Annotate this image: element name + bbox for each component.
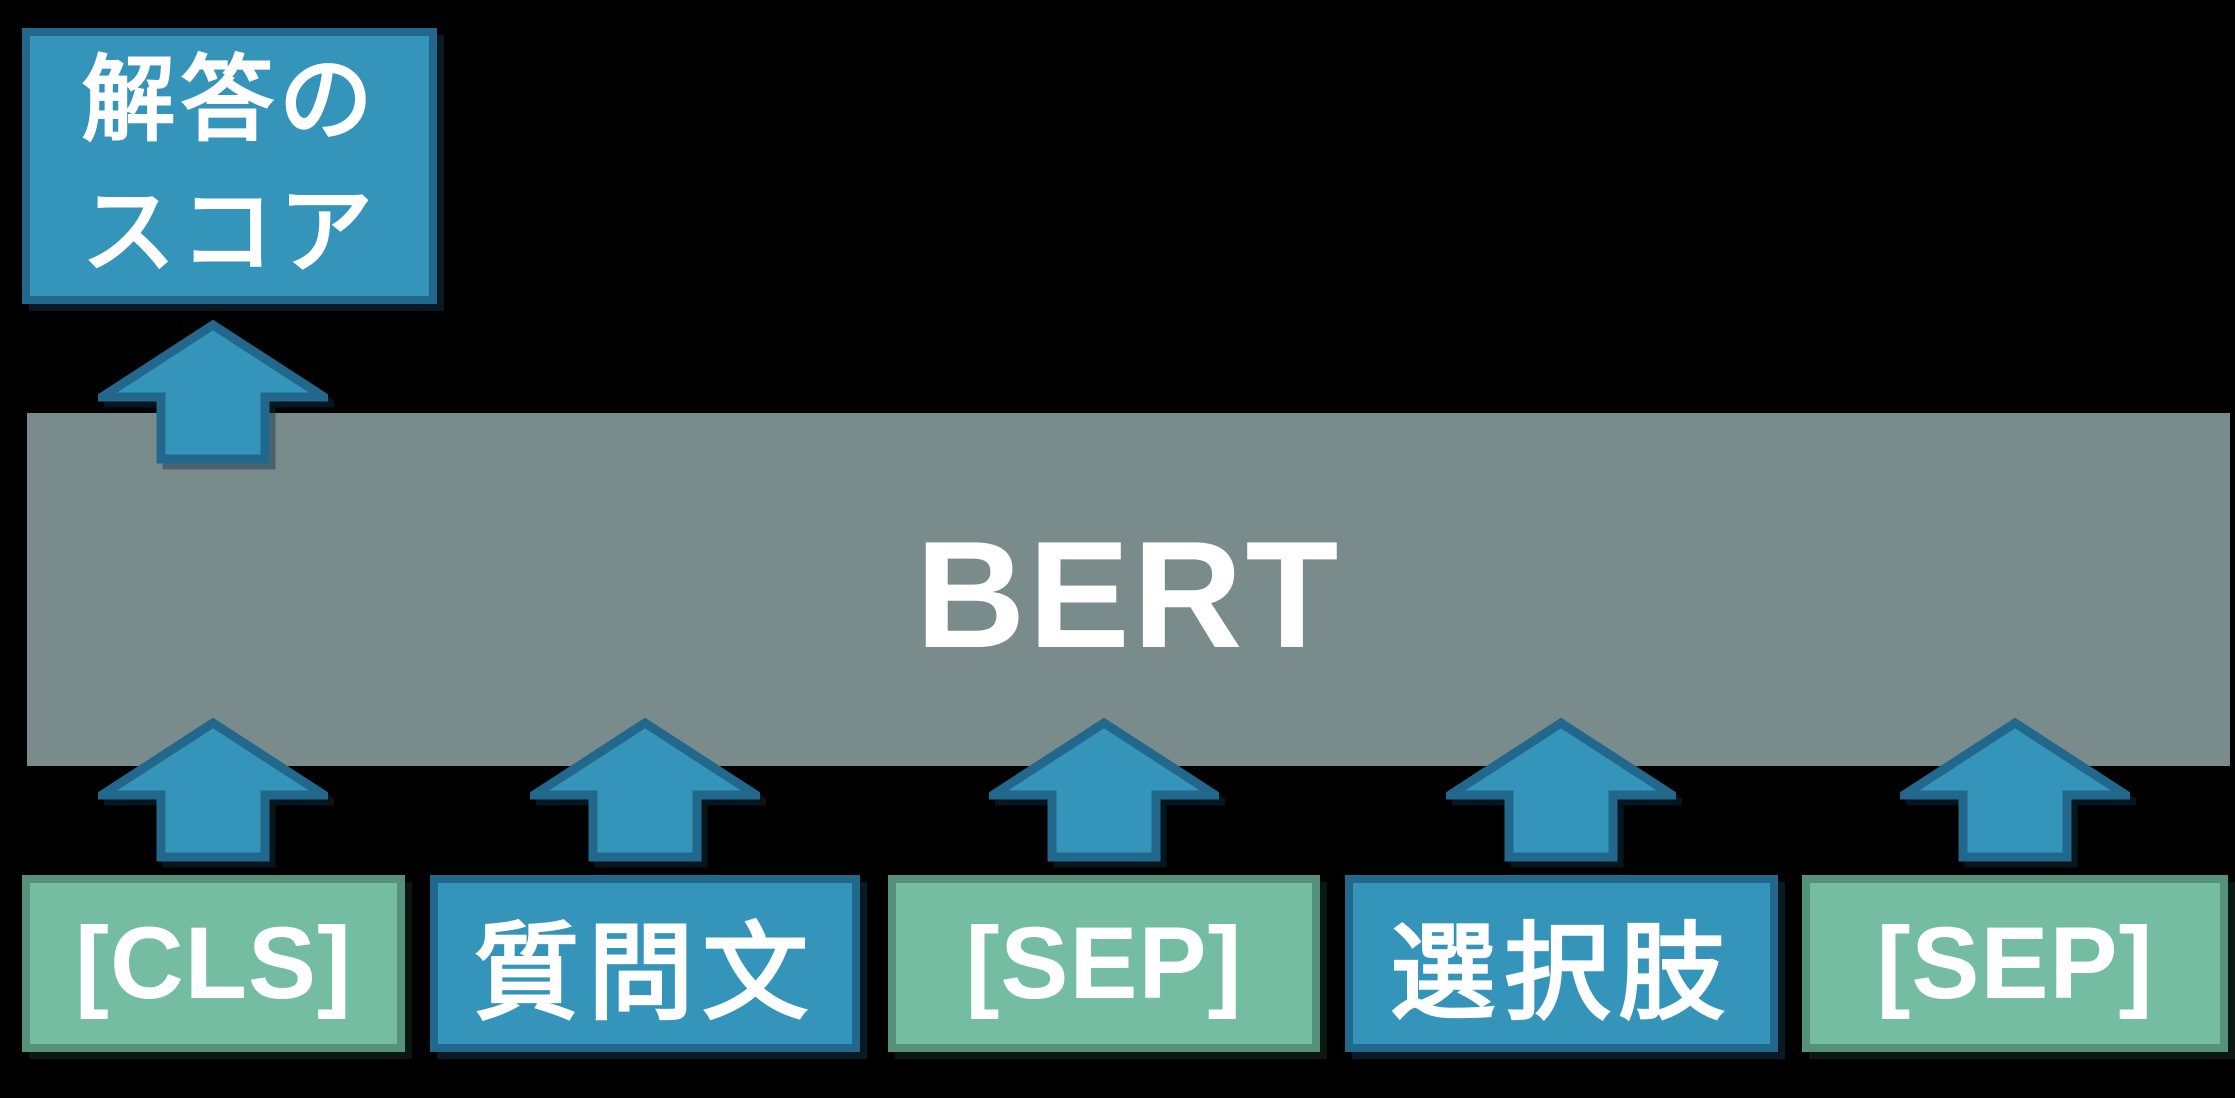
answer-score-label-line-1: 解答の <box>81 47 378 153</box>
input-up-arrow-icon <box>530 718 760 862</box>
bert-model-box: BERT <box>27 413 2230 766</box>
bert-model-label: BERT <box>915 510 1342 680</box>
token-label: [CLS] <box>75 906 352 1020</box>
answer-score-box: 解答の スコア <box>22 28 437 304</box>
answer-score-label-line-2: スコア <box>81 179 378 284</box>
token-box-sep-1: [SEP] <box>888 875 1320 1052</box>
token-label: 質問文 <box>473 914 817 1033</box>
input-up-arrow-icon <box>98 718 328 862</box>
input-up-arrow-icon <box>1900 718 2130 862</box>
output-up-arrow-icon <box>98 320 328 464</box>
token-box-choices: 選択肢 <box>1345 875 1778 1052</box>
token-box-cls: [CLS] <box>22 875 405 1052</box>
token-box-sep-2: [SEP] <box>1802 875 2228 1052</box>
token-label: [SEP] <box>1876 906 2154 1020</box>
input-up-arrow-icon <box>989 718 1219 862</box>
answer-score-label: 解答の スコア <box>81 34 377 297</box>
input-up-arrow-icon <box>1446 718 1676 862</box>
token-label: 選択肢 <box>1389 914 1734 1033</box>
token-label: [SEP] <box>965 906 1243 1020</box>
token-box-question-text: 質問文 <box>430 875 860 1052</box>
